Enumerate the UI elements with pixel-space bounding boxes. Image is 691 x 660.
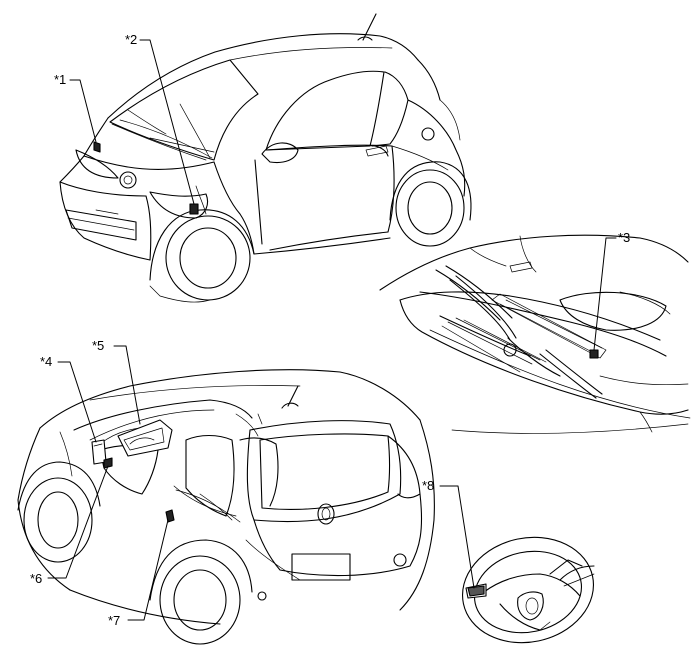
callout-label-7: *7 [108, 613, 121, 628]
callout-label-8: *8 [422, 478, 435, 493]
callout-label-1: *1 [54, 72, 67, 87]
callout-label-2: *2 [125, 32, 138, 47]
front-view-car-illustration [59, 13, 472, 303]
callout-label-3: *3 [618, 230, 631, 245]
callout-label-6: *6 [30, 571, 43, 586]
rear-interior-car-illustration [17, 345, 435, 645]
callout-label-5: *5 [92, 338, 105, 353]
cowl-detail-illustration [379, 234, 691, 434]
steering-wheel-illustration [439, 485, 595, 644]
callout-label-4: *4 [40, 354, 53, 369]
